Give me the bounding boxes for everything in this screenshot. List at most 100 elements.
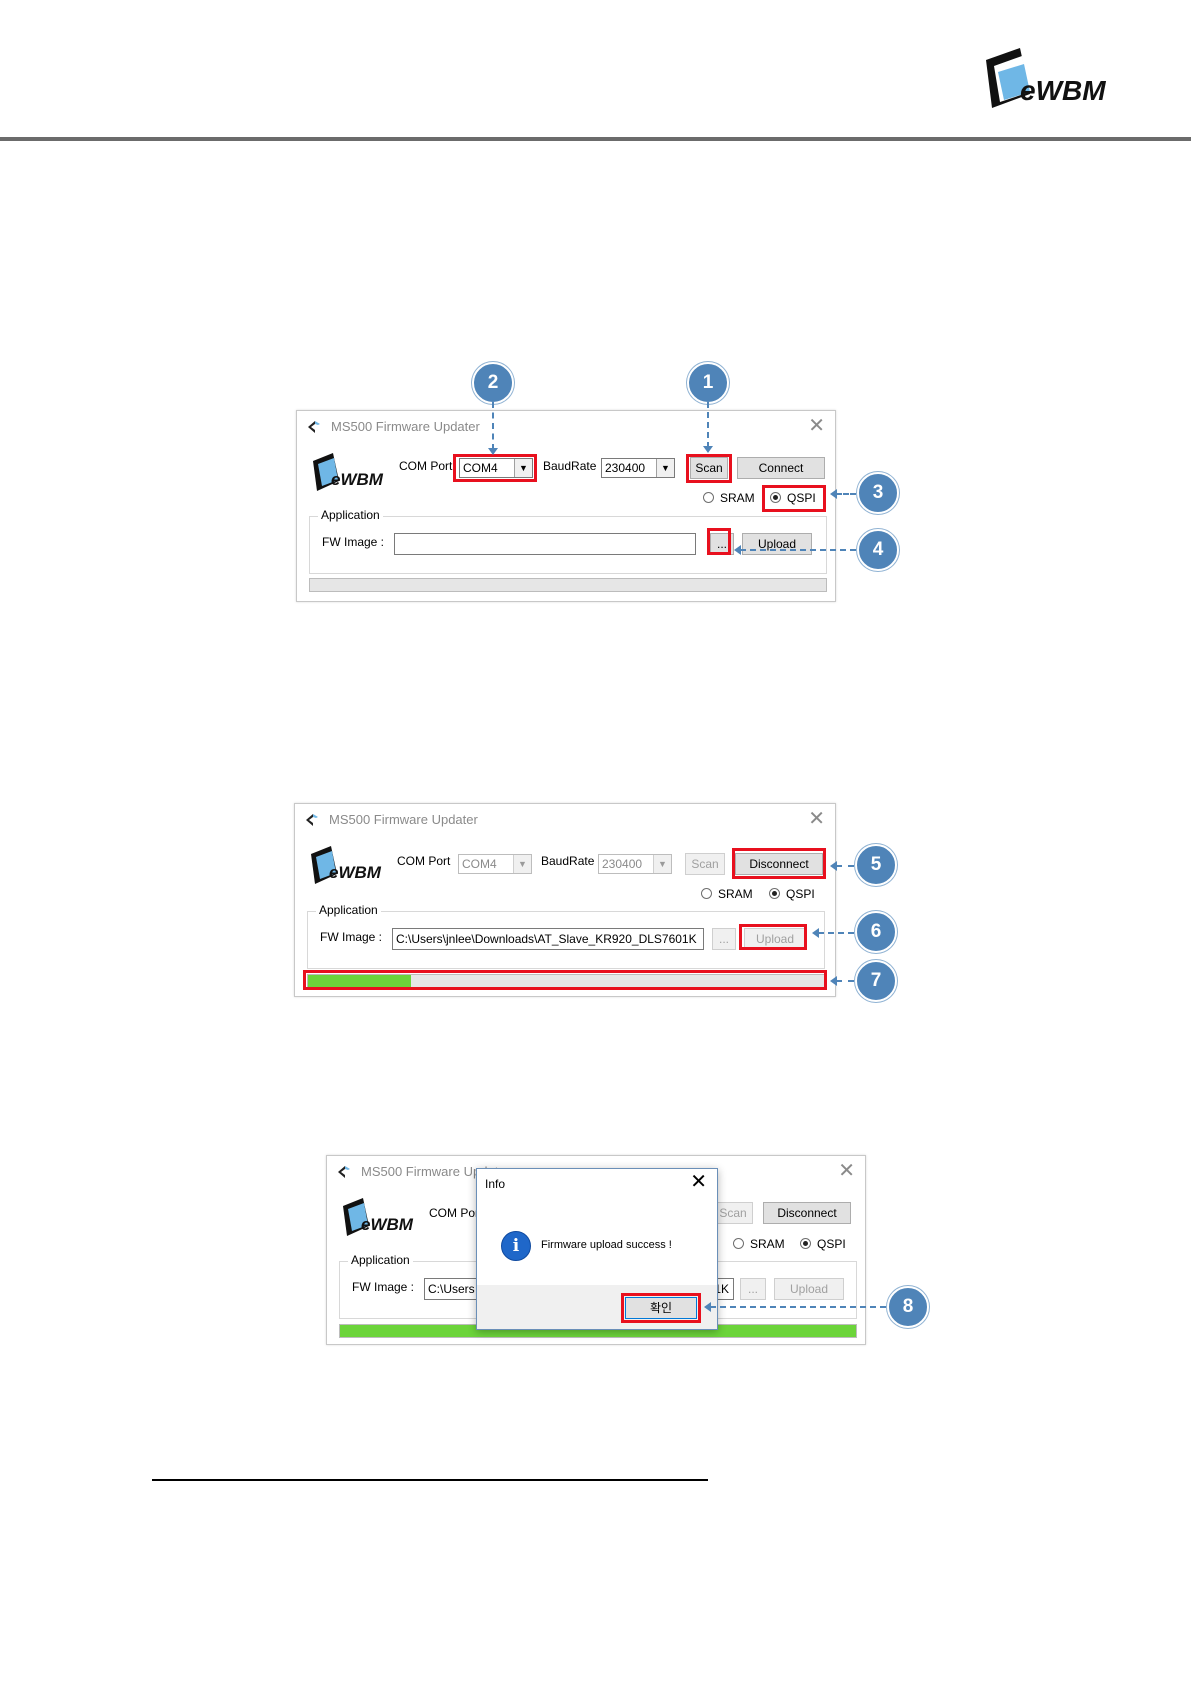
- progress-bar: [339, 1324, 857, 1338]
- disconnect-button[interactable]: Disconnect: [763, 1202, 851, 1224]
- sram-radio[interactable]: SRAM: [703, 491, 755, 505]
- svg-text:eWBM: eWBM: [1020, 75, 1106, 106]
- sram-radio[interactable]: SRAM: [701, 887, 753, 901]
- group-legend: Application: [316, 903, 381, 917]
- chevron-down-icon: ▼: [514, 459, 532, 477]
- svg-text:eWBM: eWBM: [329, 863, 382, 882]
- callout-1: 1: [687, 362, 729, 404]
- application-group: Application FW Image : C:\Users\jnlee\Do…: [307, 903, 825, 969]
- info-icon: i: [501, 1231, 531, 1261]
- upload-button[interactable]: Upload: [744, 928, 806, 950]
- radio-dot-selected: [800, 1238, 811, 1249]
- connect-button[interactable]: Connect: [737, 457, 825, 479]
- close-icon[interactable]: ✕: [690, 1171, 707, 1193]
- app-icon: [338, 1166, 350, 1178]
- fw-image-label: FW Image :: [322, 535, 385, 549]
- window-title: MS500 Firmware Updater: [331, 419, 480, 434]
- qspi-radio[interactable]: QSPI: [769, 887, 815, 901]
- com-port-value: COM4: [463, 461, 498, 475]
- fw-image-field[interactable]: C:\Users\jnlee\Downloads\AT_Slave_KR920_…: [392, 928, 704, 950]
- qspi-radio[interactable]: QSPI: [800, 1237, 846, 1251]
- title-bar: MS500 Firmware Updater ✕: [327, 1156, 865, 1188]
- radio-dot: [703, 492, 714, 503]
- browse-button[interactable]: ...: [710, 533, 734, 555]
- svg-text:eWBM: eWBM: [361, 1215, 414, 1234]
- progress-fill: [308, 975, 412, 987]
- callout-5-line: [836, 865, 854, 867]
- ewbm-header-logo: eWBM: [980, 42, 1110, 122]
- radio-dot: [733, 1238, 744, 1249]
- sram-radio[interactable]: SRAM: [733, 1237, 785, 1251]
- app-icon: [308, 421, 320, 433]
- updater-window-2: MS500 Firmware Updater ✕ eWBM COM Port C…: [294, 803, 836, 997]
- baudrate-select[interactable]: 230400 ▼: [601, 458, 675, 478]
- radio-dot-selected: [770, 492, 781, 503]
- callout-4: 4: [857, 529, 899, 571]
- com-port-label: COM Port: [397, 854, 451, 868]
- updater-window-1: MS500 Firmware Updater ✕ eWBM COM Port C…: [296, 410, 836, 602]
- progress-bar: [307, 974, 825, 988]
- fw-image-field[interactable]: [394, 533, 696, 555]
- close-icon[interactable]: ✕: [808, 808, 825, 830]
- baudrate-label: BaudRate: [543, 459, 597, 473]
- callout-7-line: [836, 980, 854, 982]
- dialog-footer: 확인: [477, 1285, 717, 1329]
- chevron-down-icon: ▼: [513, 855, 531, 873]
- fw-image-value: C:\Users: [428, 1282, 475, 1296]
- com-port-label: COM Port: [429, 1206, 483, 1220]
- com-port-select[interactable]: COM4 ▼: [459, 458, 533, 478]
- dialog-title: Info: [485, 1177, 506, 1191]
- callout-3-line: [836, 493, 856, 495]
- browse-button[interactable]: ...: [712, 928, 736, 950]
- scan-button[interactable]: Scan: [690, 457, 728, 479]
- callout-7-arrow: [830, 976, 837, 986]
- chevron-down-icon: ▼: [656, 459, 674, 477]
- callout-8-arrow: [704, 1302, 711, 1312]
- baudrate-select[interactable]: 230400 ▼: [598, 854, 672, 874]
- footnote-divider: [152, 1479, 708, 1481]
- chevron-down-icon: ▼: [653, 855, 671, 873]
- ewbm-brand-logo: eWBM: [343, 1198, 414, 1236]
- callout-8-line: [710, 1306, 886, 1308]
- callout-6: 6: [855, 911, 897, 953]
- dialog-message: Firmware upload success !: [541, 1239, 672, 1251]
- upload-button[interactable]: Upload: [742, 533, 812, 555]
- ewbm-brand-logo: eWBM: [311, 846, 382, 884]
- fw-image-label: FW Image :: [352, 1280, 415, 1294]
- callout-2-line: [492, 402, 494, 450]
- fw-image-label: FW Image :: [320, 930, 383, 944]
- group-legend: Application: [348, 1253, 413, 1267]
- svg-text:eWBM: eWBM: [331, 470, 384, 489]
- callout-4-arrow: [734, 545, 741, 555]
- com-port-select[interactable]: COM4 ▼: [458, 854, 532, 874]
- radio-dot: [701, 888, 712, 899]
- group-legend: Application: [318, 508, 383, 522]
- info-dialog: Info ✕ i Firmware upload success ! 확인: [476, 1168, 718, 1330]
- callout-1-line: [707, 402, 709, 448]
- callout-2-arrow: [488, 448, 498, 455]
- callout-2: 2: [472, 362, 514, 404]
- header-divider: [0, 137, 1191, 141]
- scan-button[interactable]: Scan: [713, 1202, 753, 1224]
- upload-button[interactable]: Upload: [774, 1278, 844, 1300]
- close-icon[interactable]: ✕: [838, 1160, 855, 1182]
- callout-5: 5: [855, 844, 897, 886]
- disconnect-button[interactable]: Disconnect: [735, 853, 823, 875]
- com-port-label: COM Port: [399, 459, 453, 473]
- ewbm-brand-logo: eWBM: [313, 453, 384, 491]
- ok-button[interactable]: 확인: [625, 1297, 697, 1319]
- close-icon[interactable]: ✕: [808, 415, 825, 437]
- window-title: MS500 Firmware Updater: [329, 812, 478, 827]
- application-group: Application FW Image : ... Upload: [309, 508, 827, 574]
- callout-3-arrow: [830, 489, 837, 499]
- callout-4-line: [740, 549, 856, 551]
- callout-1-arrow: [703, 446, 713, 453]
- callout-6-arrow: [812, 928, 819, 938]
- callout-8: 8: [887, 1286, 929, 1328]
- qspi-radio[interactable]: QSPI: [770, 491, 816, 505]
- callout-5-arrow: [830, 861, 837, 871]
- baudrate-value: 230400: [605, 461, 646, 475]
- title-bar: MS500 Firmware Updater ✕: [295, 804, 835, 836]
- browse-button[interactable]: ...: [740, 1278, 766, 1300]
- scan-button[interactable]: Scan: [685, 853, 725, 875]
